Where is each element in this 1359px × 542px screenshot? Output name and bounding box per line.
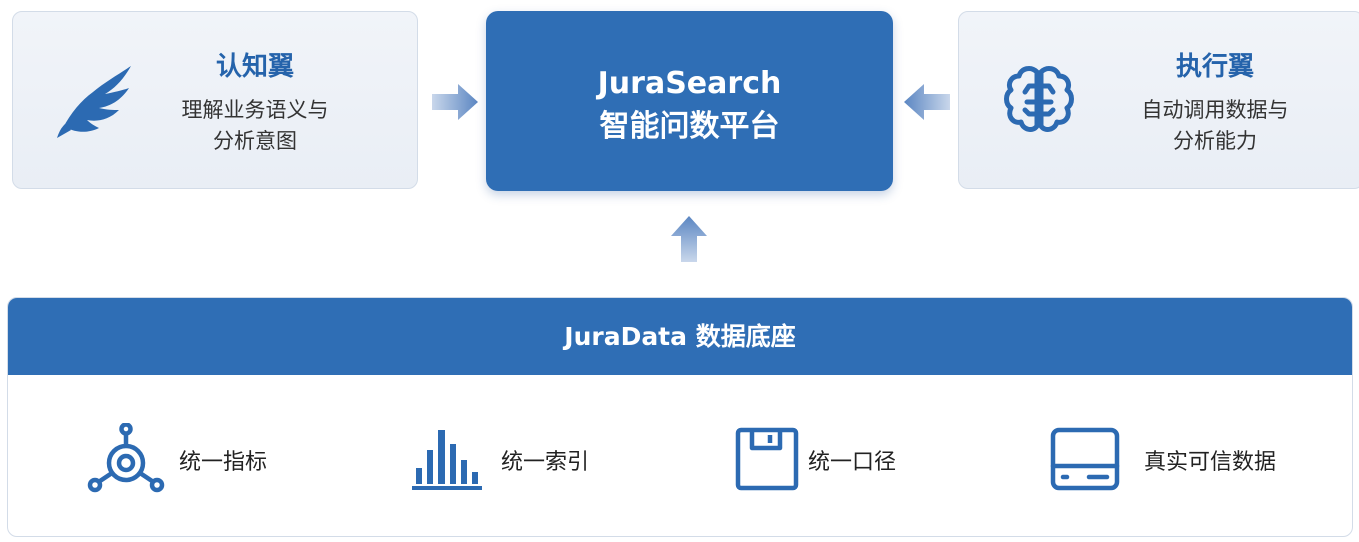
cognitive-wing-title: 认知翼 — [215, 52, 294, 82]
core-platform-name: JuraSearch — [597, 66, 782, 101]
feature-trusted-data: 真实可信数据 — [1049, 423, 1309, 493]
feature-label: 真实可信数据 — [1144, 450, 1277, 475]
feature-label: 统一索引 — [501, 450, 590, 475]
arrow-right-icon — [432, 84, 478, 120]
execution-wing-card: 执行翼 自动调用数据与 分析能力 — [958, 11, 1359, 189]
cognitive-wing-card: 认知翼 理解业务语义与 分析意图 — [12, 11, 418, 189]
brain-icon — [1004, 66, 1074, 132]
storage-drive-icon — [1050, 427, 1120, 491]
core-platform-subtitle: 智能问数平台 — [599, 109, 780, 144]
feature-unified-index: 统一索引 — [412, 423, 632, 493]
bar-index-icon — [412, 430, 482, 490]
floppy-disk-icon — [735, 427, 799, 491]
execution-wing-title: 执行翼 — [1175, 52, 1254, 82]
data-foundation-title: JuraData 数据底座 — [564, 322, 796, 351]
core-platform-card: JuraSearch 智能问数平台 — [486, 11, 893, 191]
execution-wing-description: 自动调用数据与 分析能力 — [1141, 98, 1289, 153]
cognitive-wing-description: 理解业务语义与 分析意图 — [181, 98, 329, 153]
arrow-left-icon — [904, 84, 950, 120]
data-foundation-header: JuraData 数据底座 — [8, 298, 1352, 375]
wing-icon — [57, 66, 131, 138]
metrics-hub-icon — [87, 423, 165, 493]
arrow-up-icon — [671, 216, 707, 262]
feature-label: 统一口径 — [808, 450, 897, 475]
feature-unified-caliber: 统一口径 — [734, 423, 954, 493]
feature-unified-metrics: 统一指标 — [86, 423, 306, 493]
feature-label: 统一指标 — [179, 450, 268, 475]
data-foundation-panel: JuraData 数据底座 统一指标 — [7, 297, 1353, 537]
